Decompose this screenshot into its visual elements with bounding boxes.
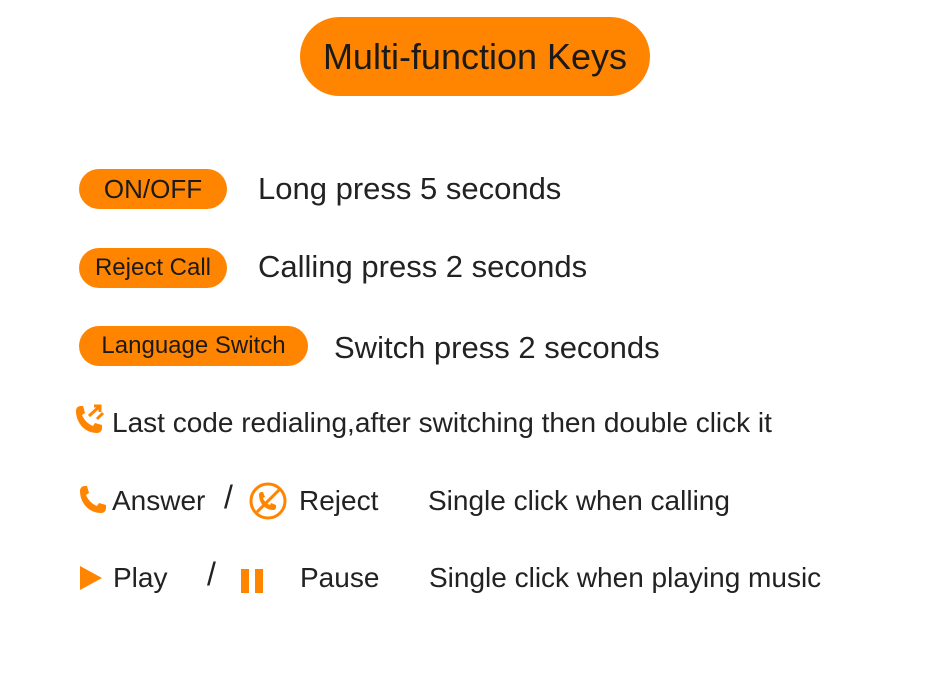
redial-text: Last code redialing,after switching then…	[112, 407, 772, 438]
music-description: Single click when playing music	[429, 562, 822, 593]
separator: /	[207, 556, 216, 592]
pause-label: Pause	[300, 562, 380, 593]
key-badge-language-switch: Language Switch	[79, 326, 308, 366]
phone-icon	[80, 486, 106, 513]
key-description-reject-call: Calling press 2 seconds	[258, 249, 588, 284]
page-title: Multi-function Keys	[300, 17, 650, 96]
call-description: Single click when calling	[428, 485, 730, 516]
play-icon	[80, 566, 102, 590]
answer-label: Answer	[112, 485, 206, 516]
phone-redial-icon	[76, 404, 105, 433]
phone-reject-icon	[249, 482, 287, 520]
key-description-on-off: Long press 5 seconds	[258, 171, 562, 206]
key-badge-reject-call: Reject Call	[79, 248, 227, 288]
pause-icon	[241, 569, 263, 593]
key-description-language-switch: Switch press 2 seconds	[334, 330, 660, 365]
separator: /	[224, 479, 233, 515]
reject-label: Reject	[299, 485, 379, 516]
play-label: Play	[113, 562, 168, 593]
key-badge-on-off: ON/OFF	[79, 169, 227, 209]
